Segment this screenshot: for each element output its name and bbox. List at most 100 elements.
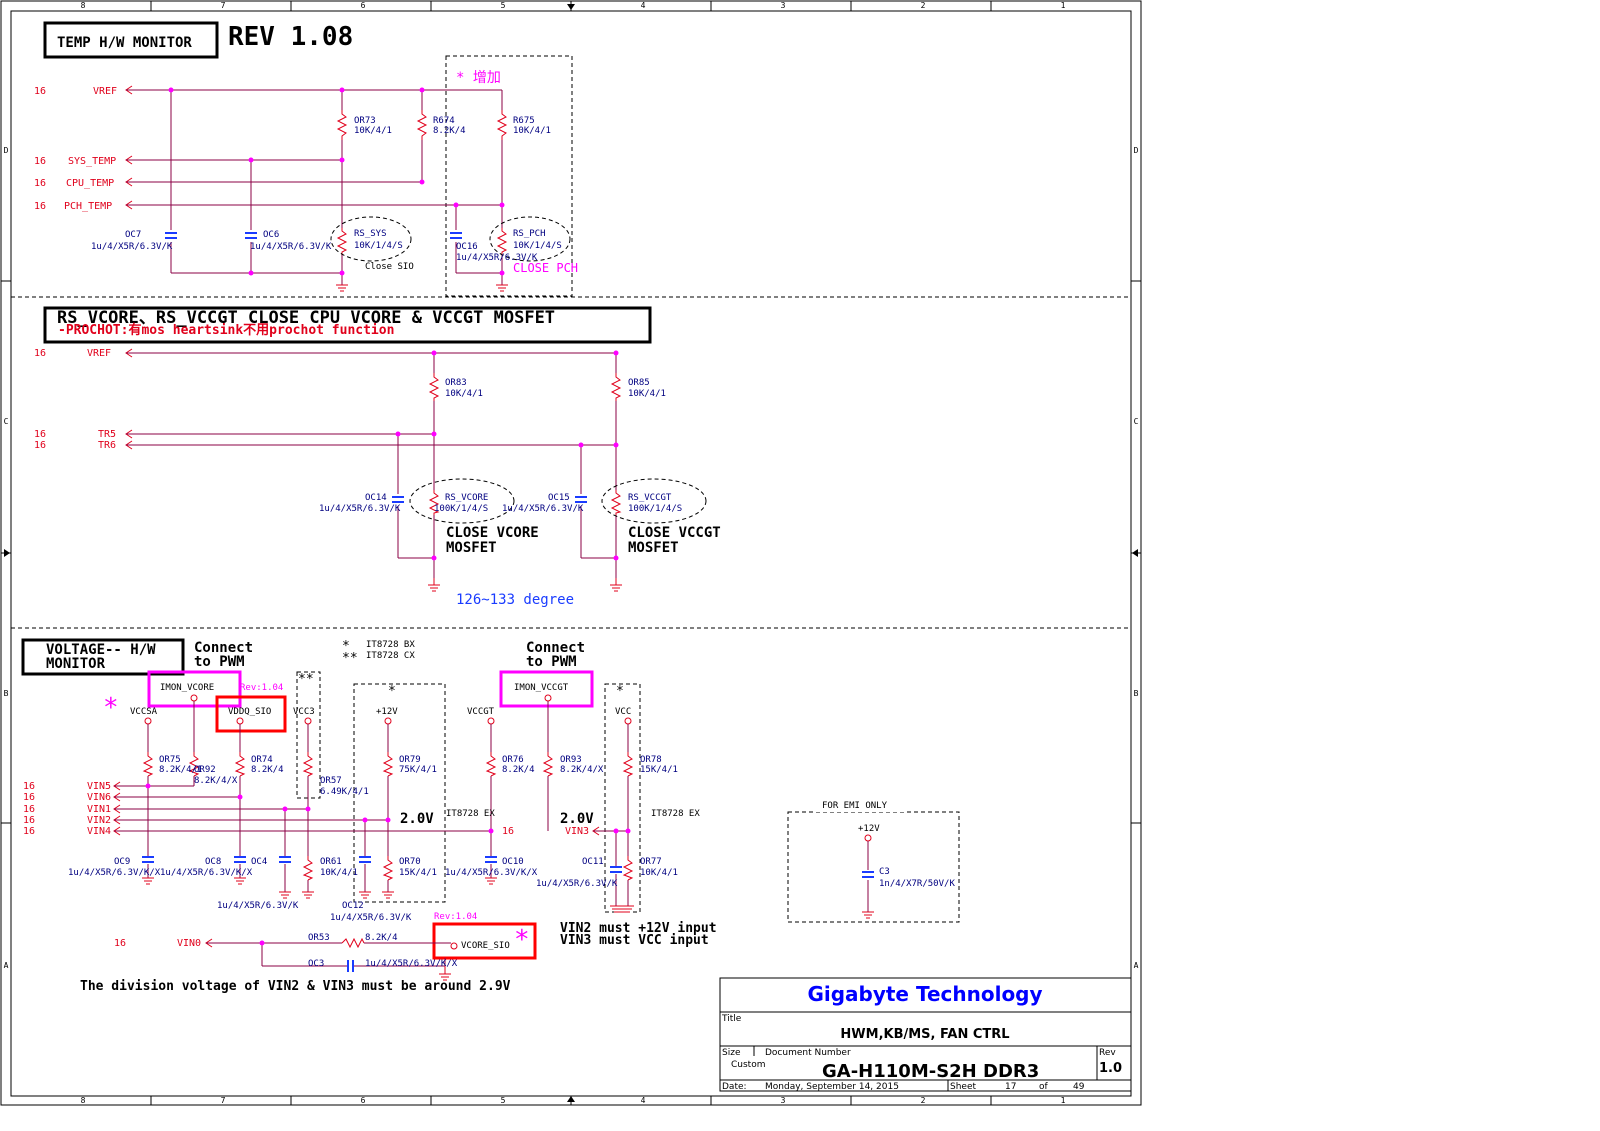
val-oc16: 1u/4/X5R/6.3V/K — [456, 253, 538, 263]
resistor-or85 — [610, 373, 622, 401]
sheet-ref: 16 — [23, 781, 35, 792]
asterisk-icon: * — [514, 925, 530, 955]
ref-or77: OR77 — [640, 857, 662, 867]
ref-oc7: OC7 — [125, 230, 141, 240]
document-number: GA-H110M-S2H DDR3 — [822, 1061, 1039, 1082]
ref-or93: OR93 — [560, 755, 582, 765]
val-rs-vccgt: 100K/1/4/S — [628, 504, 682, 514]
val-or77: 10K/4/1 — [640, 868, 678, 878]
ref-or61: OR61 — [320, 857, 342, 867]
asterisk-icon: * — [103, 693, 119, 723]
resistor-or57 — [302, 752, 314, 777]
val-or53: 8.2K/4 — [365, 933, 398, 943]
ref-oc14: OC14 — [365, 493, 387, 503]
cx-variant-box — [296, 671, 321, 799]
val-or85: 10K/4/1 — [628, 389, 666, 399]
ref-or53: OR53 — [308, 933, 330, 943]
row-label: A — [1134, 961, 1139, 970]
col-label: 6 — [361, 1, 366, 10]
chip-note-mark: ** — [342, 651, 358, 666]
ref-or85: OR85 — [628, 378, 650, 388]
close-vccgt-label: MOSFET — [628, 540, 679, 556]
resistor-or75 — [142, 752, 154, 777]
resistor-or77 — [622, 856, 634, 881]
val-r675: 10K/4/1 — [513, 126, 551, 136]
sheet-ref: 16 — [34, 429, 46, 440]
rev-value: 1.0 — [1099, 1061, 1122, 1076]
ref-or83: OR83 — [445, 378, 467, 388]
val-or83: 10K/4/1 — [445, 389, 483, 399]
connect-pwm-label: to PWM — [194, 654, 245, 670]
ref-rs-vccgt: RS_VCCGT — [628, 493, 672, 503]
row-label: D — [4, 146, 9, 155]
title-label: Title — [721, 1014, 742, 1024]
resistor-r675 — [496, 110, 508, 140]
net-tr6: TR6 — [98, 440, 116, 451]
col-label: 6 — [361, 1096, 366, 1105]
col-label: 2 — [921, 1096, 926, 1105]
rev-104-label: Rev:1.04 — [434, 912, 477, 922]
row-label: C — [4, 417, 9, 426]
val-or73: 10K/4/1 — [354, 126, 392, 136]
divider-voltage-label: 2.0V — [560, 811, 594, 827]
val-oc12: 1u/4/X5R/6.3V/K — [330, 913, 412, 923]
emi-rail: +12V — [858, 824, 880, 834]
resistor-or74 — [234, 752, 246, 777]
val-or79: 75K/4/1 — [399, 765, 437, 775]
val-oc10: 1u/4/X5R/6.3V/K/X — [445, 868, 538, 878]
close-vcore-label: MOSFET — [446, 540, 497, 556]
net-vref: VREF — [87, 348, 111, 359]
resistor-or79 — [382, 752, 394, 777]
col-label: 2 — [921, 1, 926, 10]
col-label: 5 — [501, 1096, 506, 1105]
ref-or73: OR73 — [354, 116, 376, 126]
chip-note: IT8728 BX — [366, 640, 415, 650]
ref-c3: C3 — [879, 867, 890, 877]
val-r674: 8.2K/4 — [433, 126, 466, 136]
drawing-frame: 8 7 6 5 4 3 2 1 8 7 6 5 4 3 2 1 D C B A … — [0, 0, 1142, 1106]
ref-or78: OR78 — [640, 755, 662, 765]
col-label: 7 — [221, 1, 226, 10]
temp-wires — [126, 89, 503, 285]
power-pin-icon — [864, 834, 872, 842]
col-label: 5 — [501, 1, 506, 10]
power-pin-icon — [236, 717, 244, 725]
sheet-ref: 16 — [34, 156, 46, 167]
row-label: B — [4, 689, 9, 698]
sheet-ref: 16 — [23, 792, 35, 803]
vcore-sio-label: VCORE_SIO — [461, 941, 510, 951]
net-cpu-temp: CPU_TEMP — [66, 178, 114, 189]
ref-oc8: OC8 — [205, 857, 221, 867]
close-vccgt-label: CLOSE VCCGT — [628, 525, 721, 541]
imon-vccgt-label: IMON_VCCGT — [514, 683, 569, 693]
val-oc3: 1u/4/X5R/6.3V/K/X — [365, 959, 458, 969]
vcore-title-box — [43, 306, 652, 344]
chip-ex-note: IT8728 EX — [446, 809, 495, 819]
col-label: 3 — [781, 1096, 786, 1105]
ref-rs-pch: RS_PCH — [513, 229, 546, 239]
docnum-label: Document Number — [765, 1048, 851, 1058]
prochot-note: -PROCHOT:有mos heartsink不用prochot functio… — [58, 322, 394, 338]
net-vin0: VIN0 — [177, 938, 201, 949]
val-or78: 15K/4/1 — [640, 765, 678, 775]
ref-or76: OR76 — [502, 755, 524, 765]
ref-oc11: OC11 — [582, 857, 604, 867]
resistor-or76 — [485, 752, 497, 777]
resistor-or92 — [188, 752, 200, 777]
sheet-ref: 16 — [34, 348, 46, 359]
voltage-monitor-section: VOLTAGE-- H/W MONITOR Connect to PWM Con… — [21, 638, 960, 994]
power-pin-icon — [144, 717, 152, 725]
val-oc8: 1u/4/X5R/6.3V/K/X — [160, 868, 253, 878]
net-vin1: VIN1 — [87, 804, 111, 815]
close-vccgt-marker — [601, 478, 707, 524]
val-or57: 6.49K/4/1 — [320, 787, 369, 797]
sheet-ref: 16 — [114, 938, 126, 949]
chip-note-mark: * — [388, 684, 396, 699]
ref-oc3: OC3 — [308, 959, 324, 969]
chip-note-mark: ** — [298, 672, 314, 687]
resistor-or73 — [336, 110, 348, 140]
val-oc14: 1u/4/X5R/6.3V/K — [319, 504, 401, 514]
close-pch-marker — [489, 216, 571, 262]
net-sys-temp: SYS_TEMP — [68, 156, 116, 167]
power-pin-icon — [544, 694, 552, 702]
